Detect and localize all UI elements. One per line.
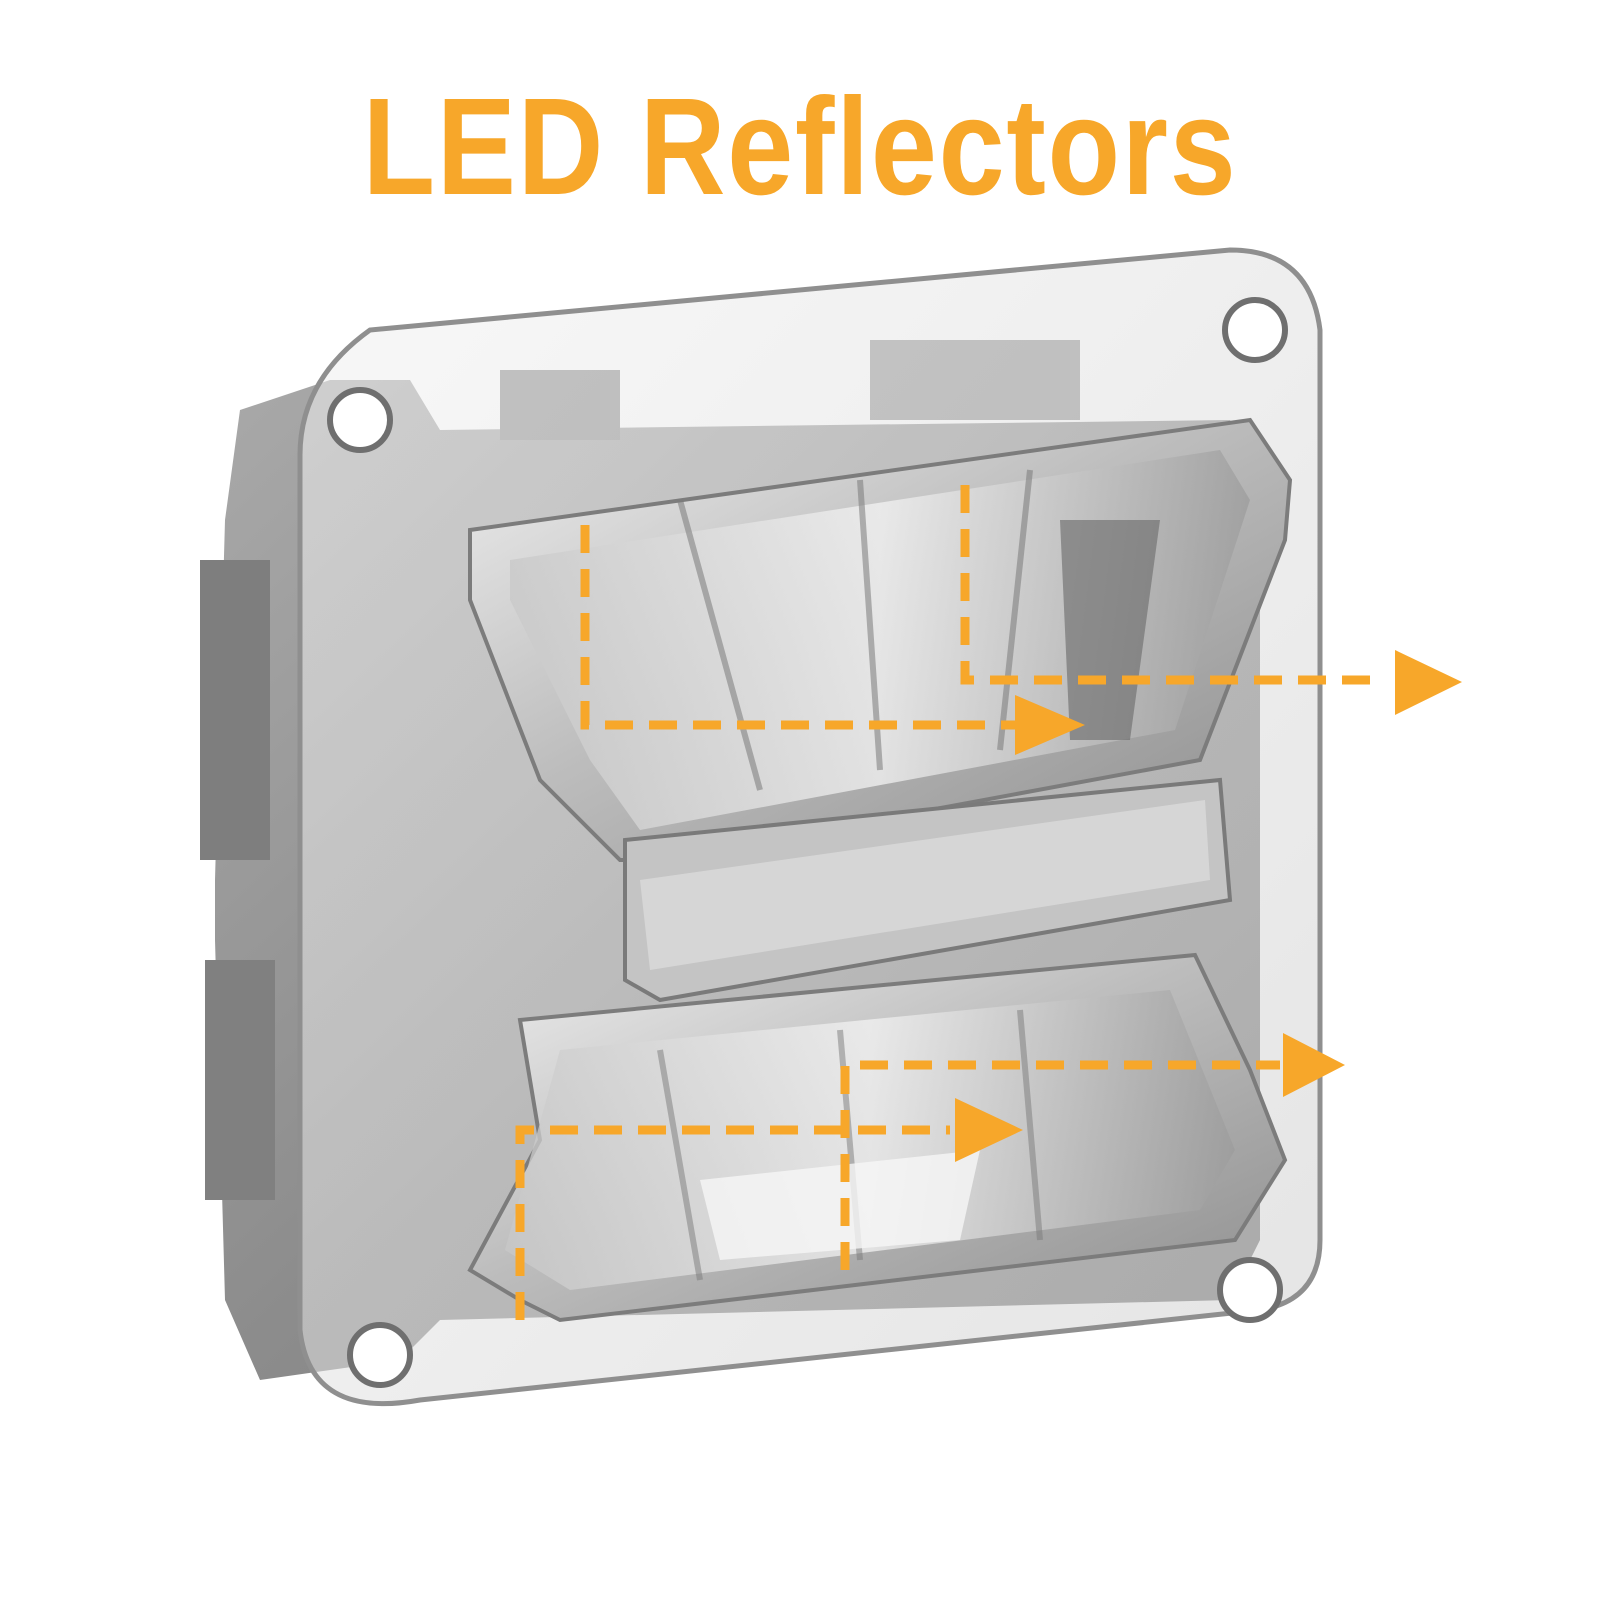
upper-left-light-path bbox=[580, 525, 1020, 730]
arrowheads bbox=[955, 650, 1462, 1162]
arrowhead-icon bbox=[1395, 650, 1462, 715]
arrowhead-icon bbox=[1015, 695, 1085, 755]
page-title: LED Reflectors bbox=[362, 70, 1238, 224]
lower-right-light-path bbox=[840, 1060, 1280, 1270]
middle-bar-shape bbox=[623, 777, 1233, 1003]
upper-reflector-shape bbox=[468, 417, 1293, 862]
arrowhead-icon bbox=[955, 1098, 1023, 1162]
lower-left-light-path bbox=[515, 1125, 950, 1320]
upper-right-light-path bbox=[960, 485, 1380, 685]
light-path-arrows bbox=[515, 485, 1380, 1320]
arrowhead-icon bbox=[1283, 1033, 1345, 1097]
